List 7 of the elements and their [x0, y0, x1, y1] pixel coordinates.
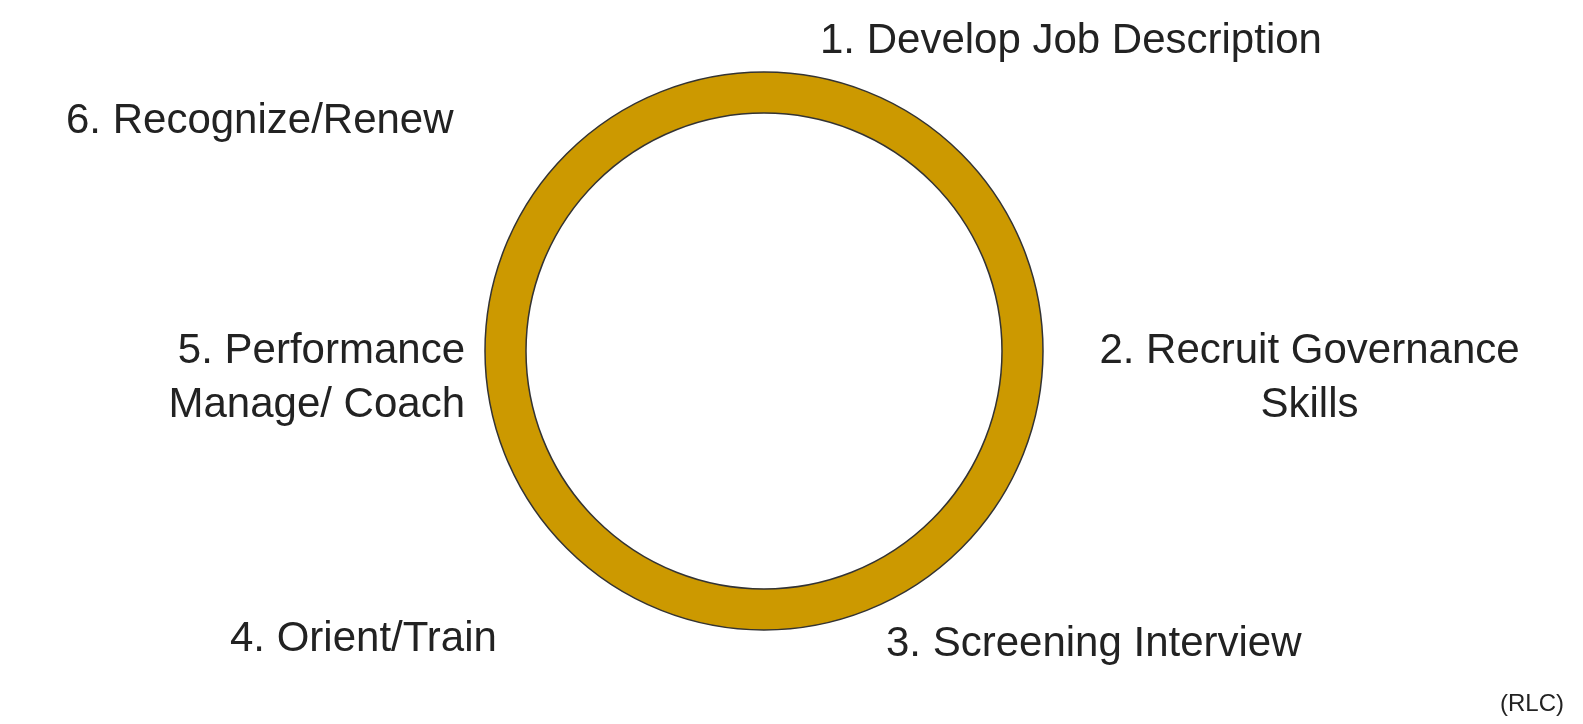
step-label: 6. Recognize/Renew [66, 95, 454, 142]
step-label: 2. Recruit Governance Skills [1099, 325, 1520, 426]
step-label: 1. Develop Job Description [820, 15, 1322, 62]
step-label: 4. Orient/Train [230, 613, 497, 660]
step-label: 5. Performance Manage/ Coach [168, 325, 465, 426]
step-label: 3. Screening Interview [886, 618, 1302, 665]
credit-text: (RLC) [1500, 689, 1564, 716]
